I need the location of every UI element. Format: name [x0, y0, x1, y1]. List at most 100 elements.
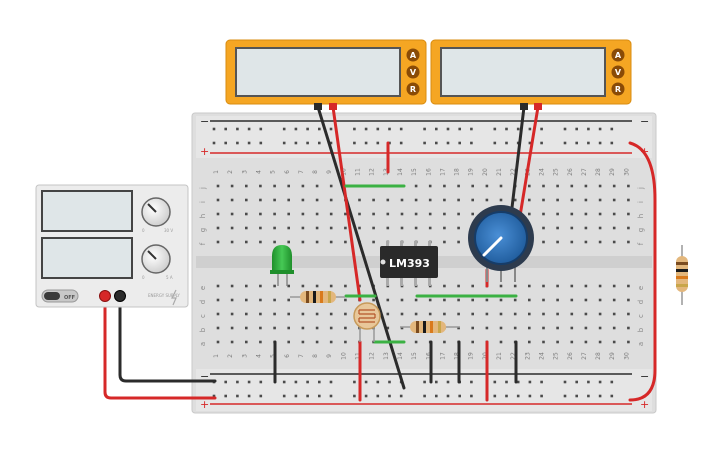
- breadboard-hole[interactable]: [353, 380, 356, 384]
- breadboard-hole[interactable]: [287, 212, 290, 216]
- breadboard-hole[interactable]: [245, 340, 248, 344]
- mode-button-v[interactable]: [406, 65, 420, 79]
- resistor-loose[interactable]: [676, 245, 688, 305]
- breadboard-hole[interactable]: [315, 212, 319, 216]
- breadboard-hole[interactable]: [386, 326, 390, 330]
- breadboard-hole[interactable]: [435, 380, 438, 384]
- breadboard-hole[interactable]: [318, 127, 321, 131]
- breadboard-hole[interactable]: [318, 380, 321, 384]
- breadboard-hole[interactable]: [344, 326, 347, 330]
- breadboard-hole[interactable]: [528, 184, 531, 188]
- breadboard-hole[interactable]: [372, 298, 375, 302]
- breadboard-hole[interactable]: [372, 198, 375, 202]
- breadboard-hole[interactable]: [301, 212, 305, 216]
- breadboard-hole[interactable]: [570, 212, 574, 216]
- breadboard-hole[interactable]: [598, 212, 602, 216]
- breadboard-hole[interactable]: [542, 298, 545, 302]
- breadboard-hole[interactable]: [513, 284, 517, 288]
- breadboard-hole[interactable]: [399, 394, 403, 398]
- breadboard-hole[interactable]: [542, 198, 545, 202]
- wire-black-psu[interactable]: [118, 294, 217, 383]
- breadboard-hole[interactable]: [513, 312, 517, 316]
- breadboard-hole[interactable]: [245, 240, 248, 244]
- breadboard-hole[interactable]: [230, 240, 234, 244]
- breadboard-hole[interactable]: [435, 394, 438, 398]
- breadboard-hole[interactable]: [570, 198, 574, 202]
- breadboard-hole[interactable]: [443, 312, 446, 316]
- breadboard-hole[interactable]: [294, 380, 298, 384]
- breadboard-hole[interactable]: [358, 198, 361, 202]
- breadboard-hole[interactable]: [575, 141, 578, 145]
- breadboard-hole[interactable]: [301, 240, 305, 244]
- breadboard-hole[interactable]: [499, 312, 503, 316]
- breadboard-hole[interactable]: [315, 240, 319, 244]
- breadboard-hole[interactable]: [287, 240, 290, 244]
- breadboard-hole[interactable]: [443, 240, 446, 244]
- breadboard-hole[interactable]: [457, 198, 460, 202]
- breadboard-hole[interactable]: [485, 198, 489, 202]
- breadboard-hole[interactable]: [612, 212, 616, 216]
- breadboard-hole[interactable]: [399, 127, 403, 131]
- breadboard-hole[interactable]: [570, 312, 574, 316]
- breadboard-hole[interactable]: [259, 226, 262, 230]
- breadboard-hole[interactable]: [329, 141, 333, 145]
- breadboard-hole[interactable]: [388, 394, 391, 398]
- breadboard-hole[interactable]: [400, 226, 404, 230]
- breadboard-hole[interactable]: [485, 184, 489, 188]
- breadboard-hole[interactable]: [282, 141, 286, 145]
- breadboard-hole[interactable]: [556, 198, 559, 202]
- breadboard-hole[interactable]: [273, 284, 276, 288]
- breadboard-hole[interactable]: [344, 312, 347, 316]
- breadboard-hole[interactable]: [216, 284, 220, 288]
- breadboard-hole[interactable]: [516, 380, 520, 384]
- breadboard-hole[interactable]: [627, 212, 630, 216]
- breadboard-hole[interactable]: [563, 141, 567, 145]
- terminal-negative[interactable]: [114, 290, 126, 302]
- breadboard-hole[interactable]: [230, 212, 234, 216]
- breadboard-hole[interactable]: [556, 226, 559, 230]
- breadboard-hole[interactable]: [471, 212, 474, 216]
- breadboard-hole[interactable]: [505, 380, 508, 384]
- wire-red-mm1[interactable]: [331, 105, 362, 302]
- breadboard-hole[interactable]: [428, 212, 432, 216]
- breadboard-hole[interactable]: [230, 198, 234, 202]
- breadboard-hole[interactable]: [627, 198, 630, 202]
- breadboard-hole[interactable]: [353, 394, 356, 398]
- breadboard-hole[interactable]: [376, 127, 380, 131]
- breadboard-hole[interactable]: [612, 312, 616, 316]
- breadboard-hole[interactable]: [423, 127, 426, 131]
- breadboard-hole[interactable]: [282, 394, 286, 398]
- breadboard-hole[interactable]: [315, 284, 319, 288]
- mode-button-a[interactable]: [406, 48, 420, 62]
- breadboard-hole[interactable]: [301, 284, 305, 288]
- breadboard-hole[interactable]: [598, 284, 602, 288]
- breadboard-hole[interactable]: [414, 340, 418, 344]
- breadboard-hole[interactable]: [575, 127, 578, 131]
- breadboard-hole[interactable]: [245, 184, 248, 188]
- potentiometer[interactable]: [468, 205, 534, 282]
- breadboard-hole[interactable]: [493, 141, 497, 145]
- breadboard-hole[interactable]: [301, 198, 305, 202]
- breadboard-hole[interactable]: [216, 326, 220, 330]
- breadboard-hole[interactable]: [414, 198, 418, 202]
- breadboard-hole[interactable]: [570, 298, 574, 302]
- breadboard-hole[interactable]: [400, 198, 404, 202]
- breadboard-hole[interactable]: [598, 127, 602, 131]
- breadboard-hole[interactable]: [610, 380, 614, 384]
- breadboard-hole[interactable]: [458, 141, 461, 145]
- breadboard-hole[interactable]: [318, 141, 321, 145]
- breadboard-hole[interactable]: [612, 184, 616, 188]
- breadboard-hole[interactable]: [414, 298, 418, 302]
- breadboard-hole[interactable]: [216, 240, 220, 244]
- breadboard-hole[interactable]: [443, 298, 446, 302]
- breadboard-hole[interactable]: [528, 394, 532, 398]
- breadboard-hole[interactable]: [443, 226, 446, 230]
- breadboard-hole[interactable]: [587, 380, 590, 384]
- breadboard-hole[interactable]: [247, 127, 251, 131]
- breadboard-hole[interactable]: [329, 284, 333, 288]
- breadboard-hole[interactable]: [216, 298, 220, 302]
- resistor-2[interactable]: [400, 321, 460, 333]
- mode-button-r[interactable]: [611, 82, 625, 96]
- breadboard-hole[interactable]: [230, 340, 234, 344]
- breadboard-hole[interactable]: [259, 141, 263, 145]
